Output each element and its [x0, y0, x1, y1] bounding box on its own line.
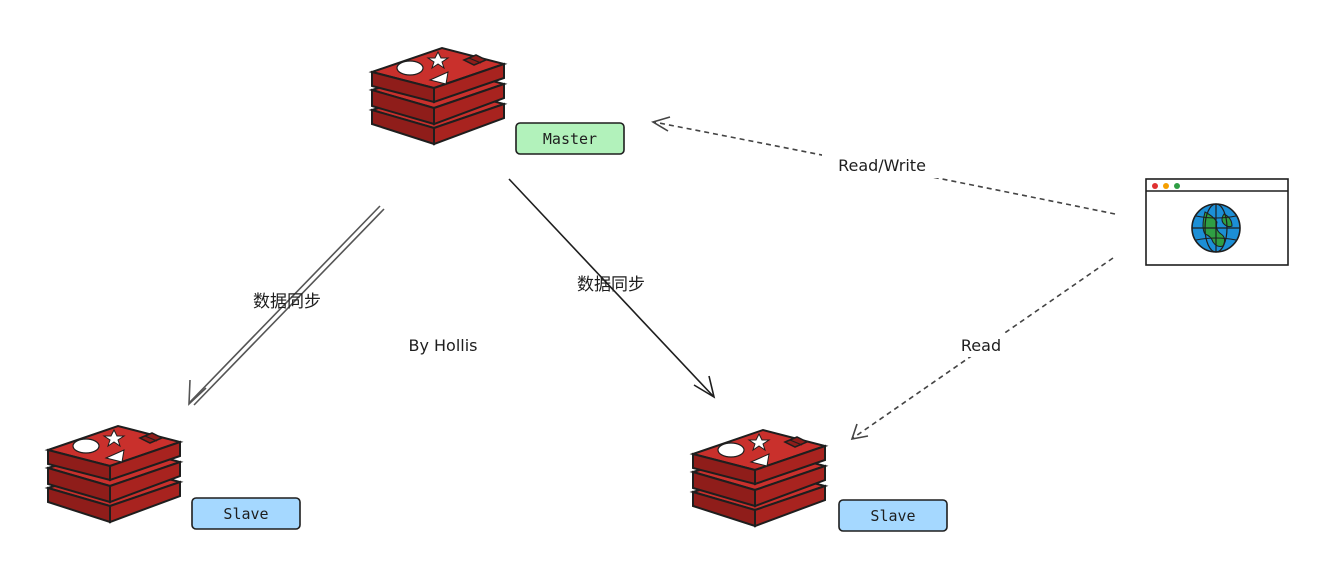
- browser-client-icon: [1145, 178, 1289, 266]
- read-arrowhead: [850, 423, 869, 441]
- read-write-arrowhead: [651, 116, 671, 132]
- window-minimize-dot-icon: [1163, 183, 1169, 189]
- slave-left-label: Slave: [191, 497, 301, 530]
- read-label: Read: [961, 336, 1001, 355]
- read-write-label-bg: [822, 152, 940, 178]
- sync-left-label: 数据同步: [253, 292, 321, 312]
- master-label: Master: [515, 122, 625, 155]
- master-label-text: Master: [543, 130, 597, 148]
- read-label-bg: [952, 333, 1010, 357]
- window-maximize-dot-icon: [1174, 183, 1180, 189]
- window-close-dot-icon: [1152, 183, 1158, 189]
- sync-left-arrow: [188, 205, 385, 406]
- author-signature: By Hollis: [408, 336, 477, 355]
- read-arrow: [852, 257, 1114, 439]
- slave-left-database-icon: [47, 425, 181, 523]
- slave-left-label-text: Slave: [223, 505, 268, 523]
- slave-right-label-text: Slave: [870, 507, 915, 525]
- slave-right-database-icon: [692, 429, 826, 527]
- slave-right-label: Slave: [838, 499, 948, 532]
- sync-right-label: 数据同步: [577, 275, 645, 295]
- sync-right-arrow: [508, 178, 716, 399]
- read-write-label: Read/Write: [838, 156, 926, 175]
- master-database-icon: [371, 47, 505, 145]
- globe-icon: [1191, 203, 1241, 253]
